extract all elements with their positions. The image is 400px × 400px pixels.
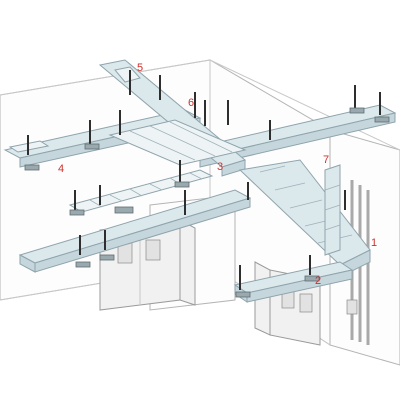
ceiling-edge-right [209, 59, 400, 151]
callout-6: 6 [188, 97, 194, 109]
support-brackets [24, 107, 390, 298]
cable-tray-cross-right [183, 104, 397, 168]
ceiling-edge-left [0, 59, 211, 96]
callout-3: 3 [217, 161, 223, 173]
cable-tray-front-long [18, 189, 252, 273]
callout-4: 4 [58, 163, 64, 175]
callout-2: 2 [315, 275, 321, 287]
callout-labels: 1 2 3 4 5 6 7 [58, 62, 377, 287]
cable-tray-lower-right [233, 261, 354, 303]
cable-tray-vertical-wall [324, 164, 341, 256]
ladder-tray-section-6 [108, 119, 247, 166]
callout-5: 5 [137, 62, 143, 74]
hanger-rods [27, 70, 381, 290]
callout-7: 7 [323, 154, 329, 166]
callout-1: 1 [371, 237, 377, 249]
